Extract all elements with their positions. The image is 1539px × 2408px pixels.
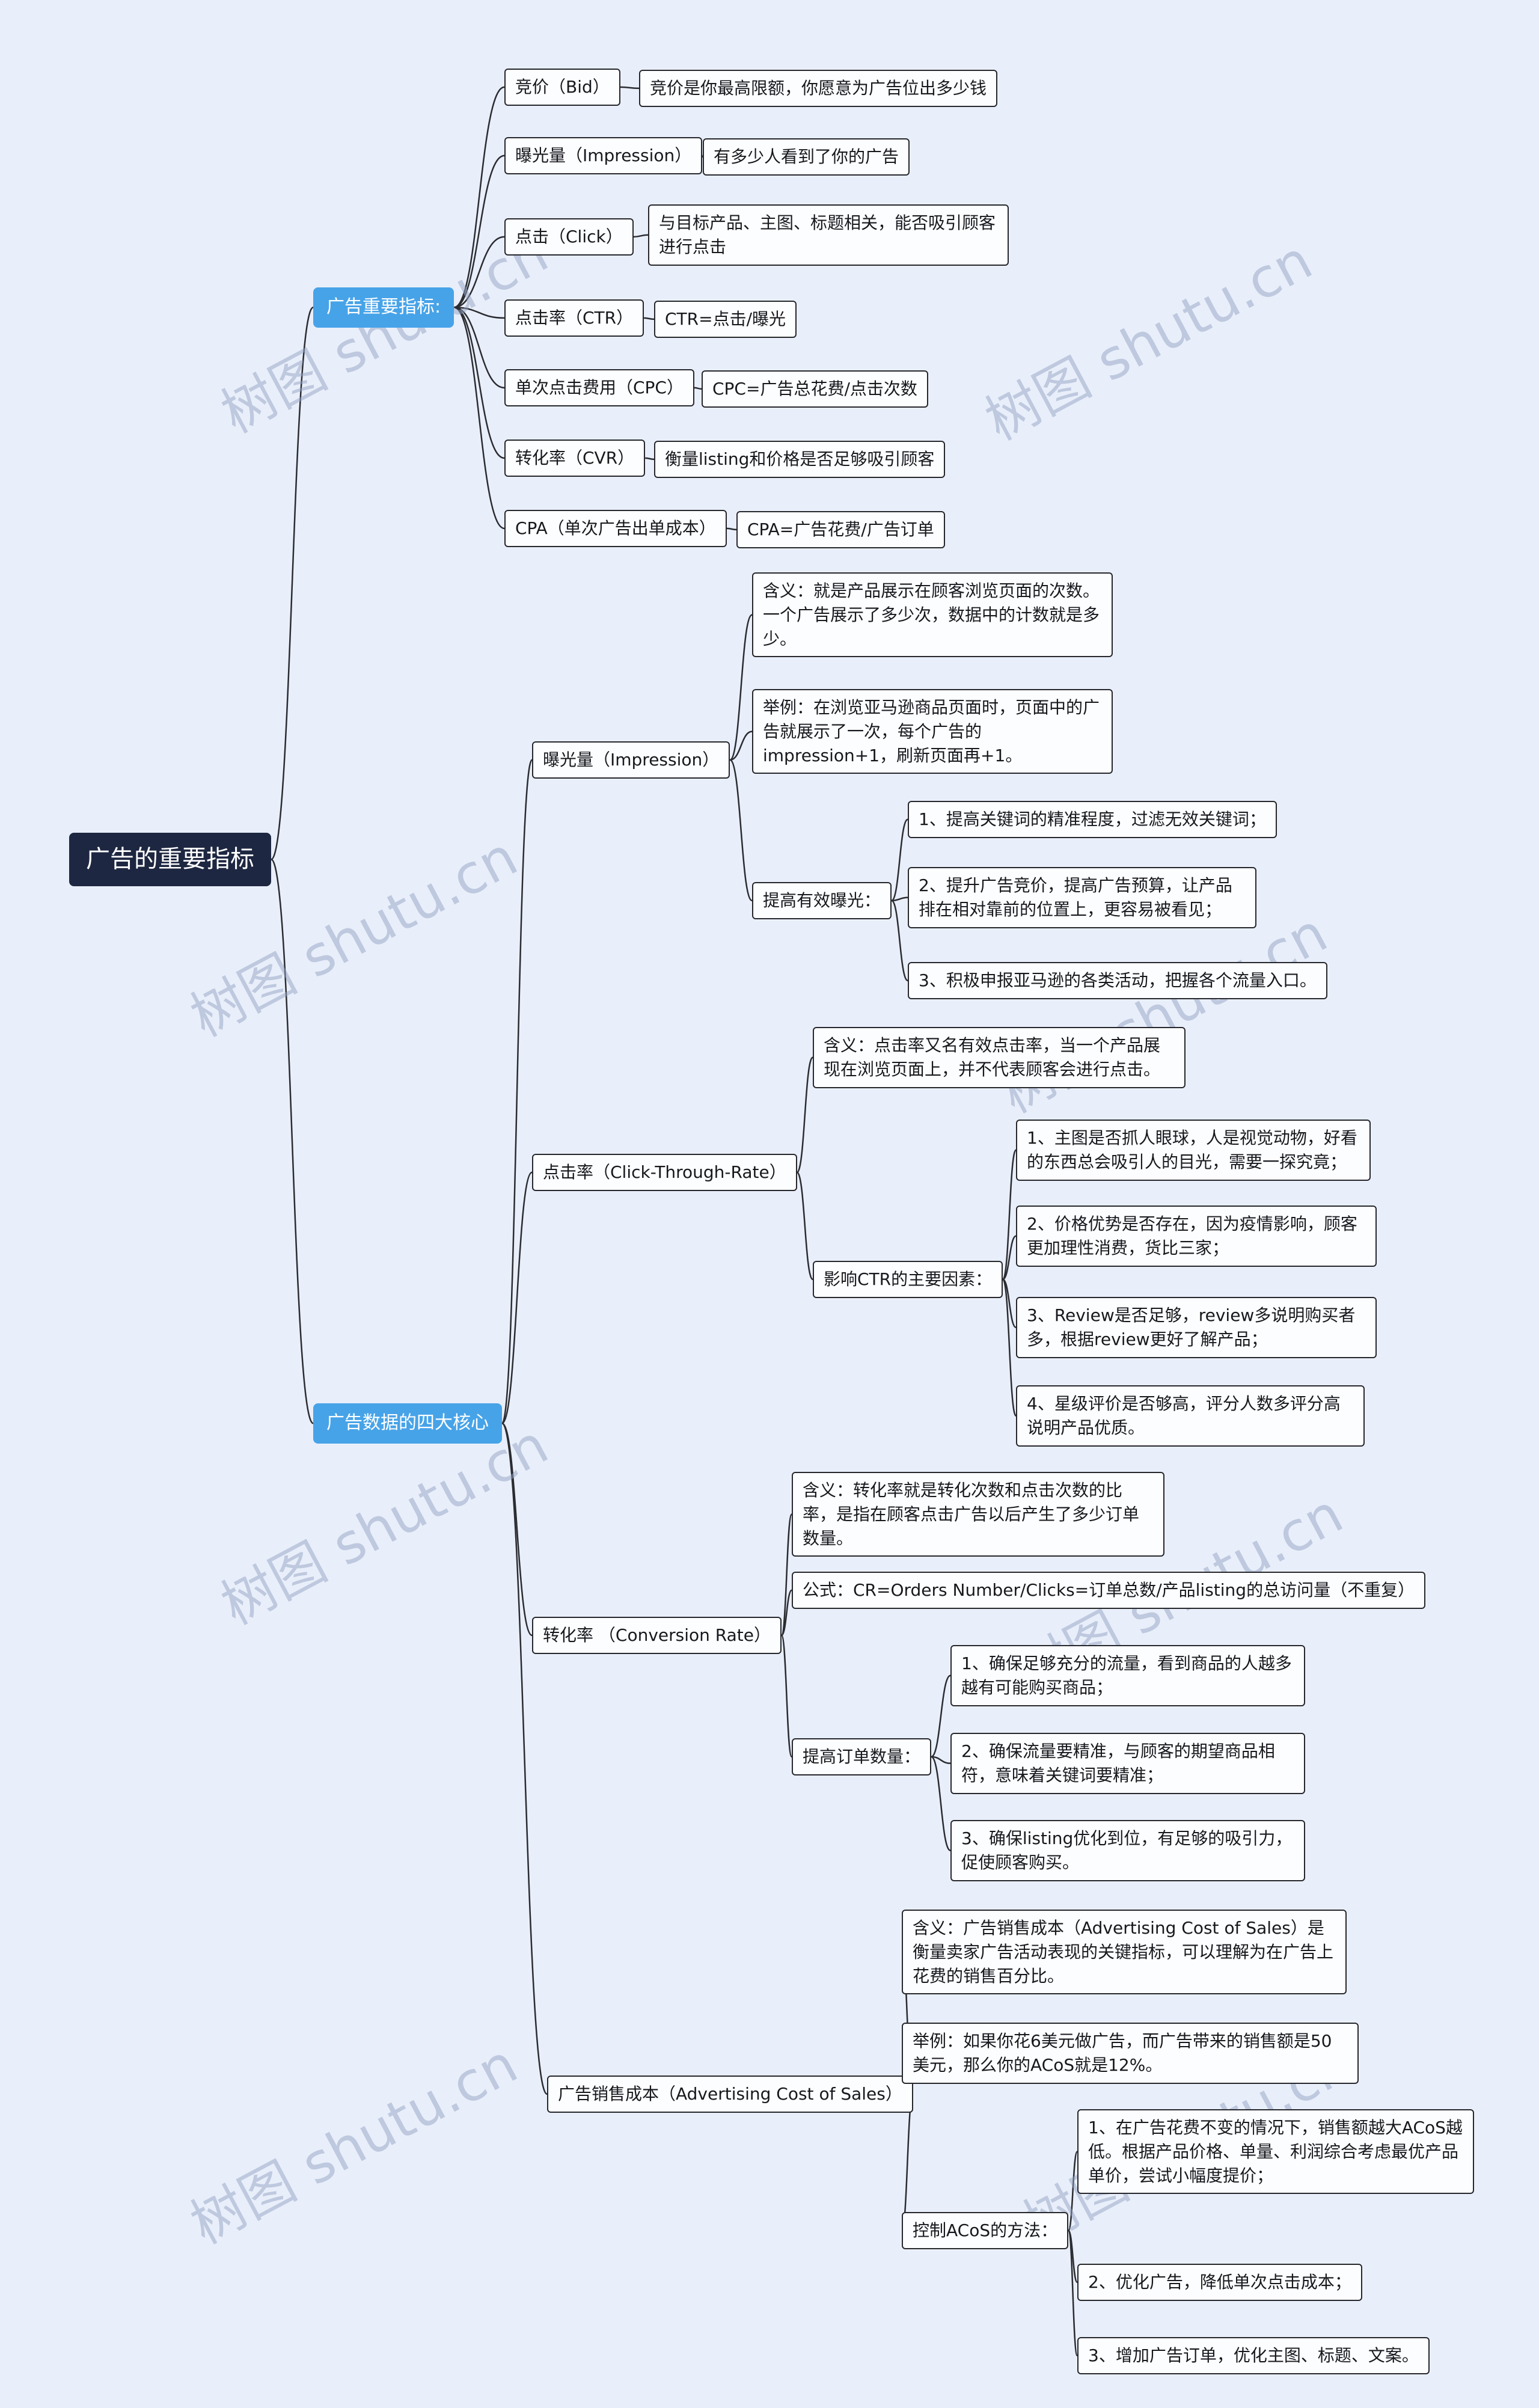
node-ctr[interactable]: 点击率（CTR） bbox=[504, 299, 644, 337]
node-cvr-meaning[interactable]: 含义：转化率就是转化次数和点击次数的比率，是指在顾客点击广告以后产生了多少订单数… bbox=[792, 1472, 1164, 1557]
node-acos-control-item[interactable]: 2、优化广告，降低单次点击成本； bbox=[1077, 2264, 1362, 2301]
node-acos-example[interactable]: 举例：如果你花6美元做广告，而广告带来的销售额是50美元，那么你的ACoS就是1… bbox=[902, 2023, 1359, 2084]
node-improve-exposure-item[interactable]: 3、积极申报亚马逊的各类活动，把握各个流量入口。 bbox=[908, 962, 1327, 999]
node-ctr-factor-item[interactable]: 1、主图是否抓人眼球，人是视觉动物，好看的东西总会吸引人的目光，需要一探究竟； bbox=[1016, 1120, 1371, 1181]
node-cpa-desc[interactable]: CPA=广告花费/广告订单 bbox=[736, 511, 945, 548]
node-acos-core[interactable]: 广告销售成本（Advertising Cost of Sales） bbox=[547, 2076, 913, 2113]
branch-ad-key-metrics[interactable]: 广告重要指标: bbox=[313, 287, 454, 328]
node-click[interactable]: 点击（Click） bbox=[504, 218, 634, 256]
node-acos-control-item[interactable]: 3、增加广告订单，优化主图、标题、文案。 bbox=[1077, 2337, 1430, 2374]
node-impression-example[interactable]: 举例：在浏览亚马逊商品页面时，页面中的广告就展示了一次，每个广告的impress… bbox=[752, 689, 1113, 774]
node-ctr-desc[interactable]: CTR=点击/曝光 bbox=[654, 301, 797, 338]
node-impression-desc[interactable]: 有多少人看到了你的广告 bbox=[703, 138, 910, 176]
node-ctr-core[interactable]: 点击率（Click-Through-Rate） bbox=[532, 1154, 797, 1191]
node-impression[interactable]: 曝光量（Impression） bbox=[504, 137, 703, 174]
node-ctr-factor-item[interactable]: 3、Review是否足够，review多说明购买者多，根据review更好了解产… bbox=[1016, 1297, 1377, 1358]
node-bid[interactable]: 竞价（Bid） bbox=[504, 69, 620, 106]
node-increase-orders-item[interactable]: 2、确保流量要精准，与顾客的期望商品相符，意味着关键词要精准； bbox=[950, 1733, 1305, 1794]
node-improve-exposure[interactable]: 提高有效曝光： bbox=[752, 882, 892, 919]
node-ctr-factor-item[interactable]: 2、价格优势是否存在，因为疫情影响，顾客更加理性消费，货比三家； bbox=[1016, 1206, 1377, 1267]
node-increase-orders-item[interactable]: 3、确保listing优化到位，有足够的吸引力，促使顾客购买。 bbox=[950, 1820, 1305, 1881]
node-bid-desc[interactable]: 竞价是你最高限额，你愿意为广告位出多少钱 bbox=[639, 70, 998, 107]
node-acos-control-item[interactable]: 1、在广告花费不变的情况下，销售额越大ACoS越低。根据产品价格、单量、利润综合… bbox=[1077, 2109, 1474, 2195]
branch-four-cores[interactable]: 广告数据的四大核心 bbox=[313, 1403, 502, 1444]
node-cvr-formula[interactable]: 公式：CR=Orders Number/Clicks=订单总数/产品listin… bbox=[792, 1572, 1426, 1609]
node-ctr-meaning[interactable]: 含义：点击率又名有效点击率，当一个产品展现在浏览页面上，并不代表顾客会进行点击。 bbox=[813, 1027, 1186, 1088]
node-impression-meaning[interactable]: 含义：就是产品展示在顾客浏览页面的次数。一个广告展示了多少次，数据中的计数就是多… bbox=[752, 572, 1113, 658]
node-acos-meaning[interactable]: 含义：广告销售成本（Advertising Cost of Sales）是衡量卖… bbox=[902, 1910, 1347, 1995]
node-cpc-desc[interactable]: CPC=广告总花费/点击次数 bbox=[702, 370, 928, 408]
node-acos-control[interactable]: 控制ACoS的方法： bbox=[902, 2212, 1069, 2249]
node-cpa[interactable]: CPA（单次广告出单成本） bbox=[504, 510, 727, 547]
node-improve-exposure-item[interactable]: 1、提高关键词的精准程度，过滤无效关键词； bbox=[908, 801, 1277, 838]
node-increase-orders-item[interactable]: 1、确保足够充分的流量，看到商品的人越多越有可能购买商品； bbox=[950, 1645, 1305, 1706]
node-click-desc[interactable]: 与目标产品、主图、标题相关，能否吸引顾客进行点击 bbox=[648, 204, 1009, 266]
node-cvr[interactable]: 转化率（CVR） bbox=[504, 440, 646, 477]
node-cvr-desc[interactable]: 衡量listing和价格是否足够吸引顾客 bbox=[654, 441, 946, 478]
root-node-topic[interactable]: 广告的重要指标 bbox=[69, 833, 271, 886]
node-cvr-core[interactable]: 转化率 （Conversion Rate） bbox=[532, 1617, 782, 1654]
node-improve-exposure-item[interactable]: 2、提升广告竞价，提高广告预算，让产品排在相对靠前的位置上，更容易被看见； bbox=[908, 867, 1256, 928]
node-ctr-factors[interactable]: 影响CTR的主要因素： bbox=[813, 1261, 1003, 1298]
node-ctr-factor-item[interactable]: 4、星级评价是否够高，评分人数多评分高说明产品优质。 bbox=[1016, 1385, 1365, 1447]
node-cpc[interactable]: 单次点击费用（CPC） bbox=[504, 369, 694, 406]
node-impression-core[interactable]: 曝光量（Impression） bbox=[532, 741, 730, 779]
node-increase-orders[interactable]: 提高订单数量： bbox=[792, 1738, 932, 1775]
